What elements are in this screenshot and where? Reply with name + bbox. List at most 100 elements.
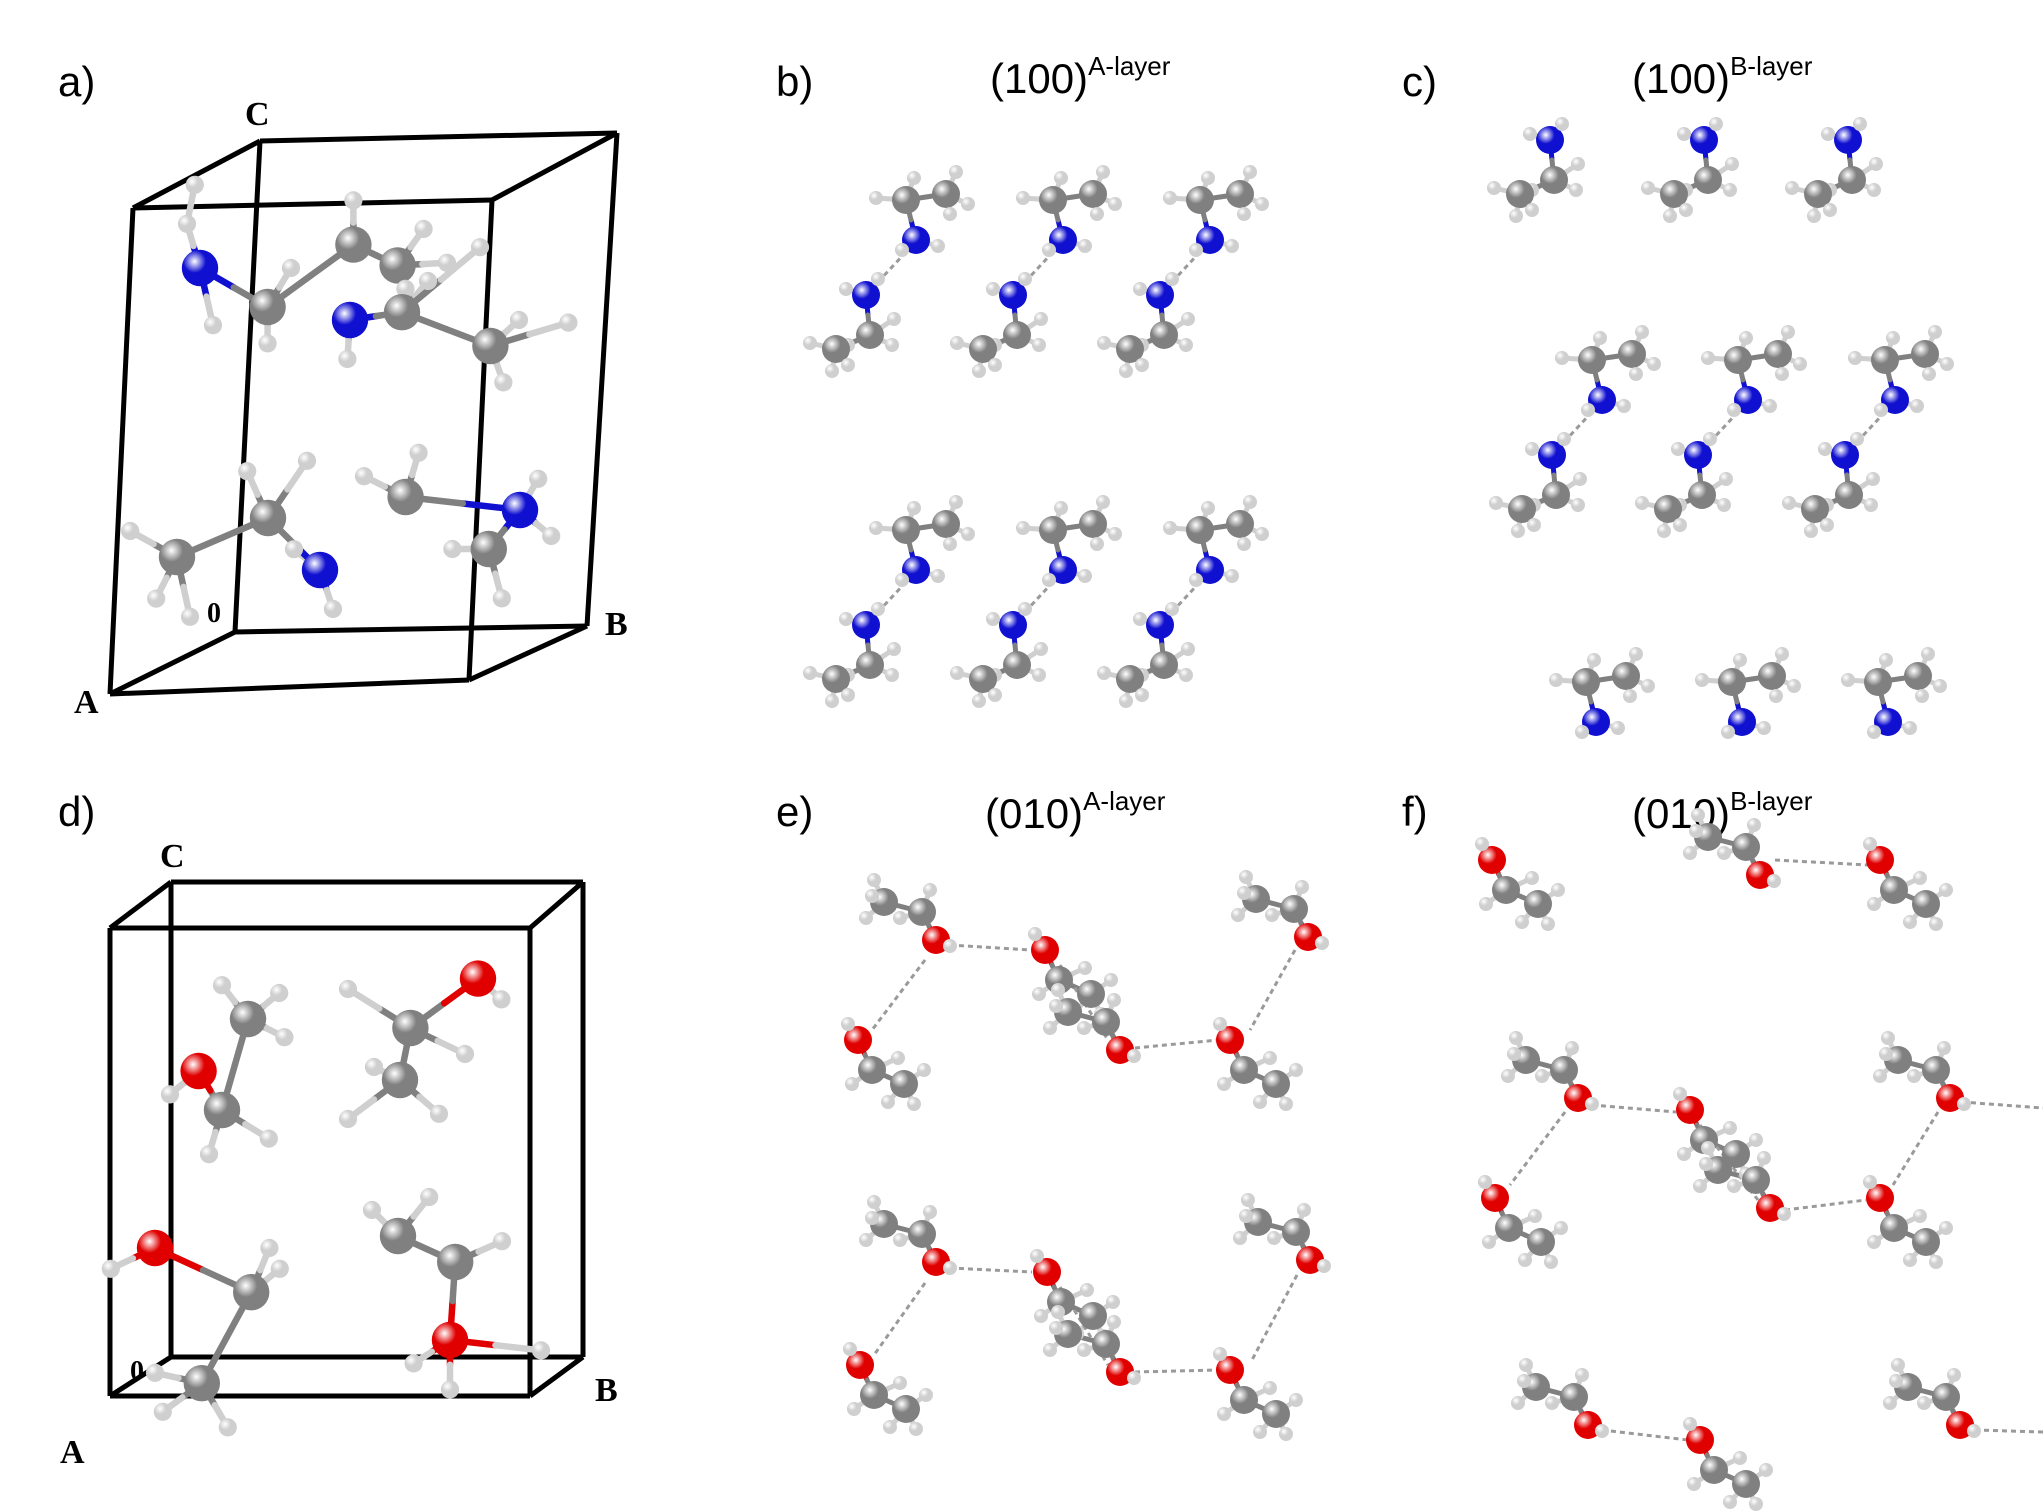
hydrogen-atom bbox=[1018, 272, 1032, 286]
nitrogen-atom bbox=[181, 249, 219, 287]
hydrogen-atom bbox=[865, 889, 879, 903]
hydrogen-atom bbox=[1629, 367, 1643, 381]
oxygen-atom bbox=[1481, 1184, 1509, 1212]
carbon-atom bbox=[860, 1381, 888, 1409]
hydrogen-atom bbox=[1782, 496, 1796, 510]
axis-label-c-a: C bbox=[245, 96, 270, 133]
carbon-atom bbox=[1079, 180, 1107, 208]
nitrogen-atom bbox=[852, 281, 880, 309]
hydrogen-atom bbox=[429, 1104, 449, 1123]
axis-label-a-d: A bbox=[60, 1434, 85, 1471]
hydrogen-atom bbox=[1739, 331, 1753, 345]
hydrogen-atom bbox=[509, 310, 529, 330]
hydrogen-bond bbox=[949, 943, 1031, 952]
oxygen-atom bbox=[1296, 1246, 1324, 1274]
carbon-atom bbox=[932, 510, 960, 538]
hydrogen-atom bbox=[1967, 1424, 1981, 1438]
unit-cell-edge bbox=[490, 130, 619, 203]
hydrogen-atom bbox=[1913, 1209, 1927, 1223]
carbon-atom bbox=[1732, 833, 1760, 861]
hydrogen-atom bbox=[825, 694, 839, 708]
oxygen-atom bbox=[1294, 923, 1322, 951]
hydrogen-atom bbox=[1719, 472, 1733, 486]
hydrogen-atom bbox=[1217, 1407, 1231, 1421]
hydrogen-atom bbox=[1078, 961, 1092, 975]
hydrogen-atom bbox=[871, 272, 885, 286]
hydrogen-bond bbox=[1961, 1100, 2043, 1110]
panel-label-d: d) bbox=[58, 788, 96, 835]
hydrogen-atom bbox=[1663, 209, 1677, 223]
hydrogen-atom bbox=[1501, 1069, 1515, 1083]
carbon-atom bbox=[249, 499, 287, 537]
hydrogen-atom bbox=[1683, 846, 1697, 860]
hydrogen-atom bbox=[1641, 679, 1655, 693]
hydrogen-atom bbox=[1891, 1358, 1905, 1372]
carbon-atom bbox=[892, 516, 920, 544]
nitrogen-atom bbox=[1196, 556, 1224, 584]
carbon-atom bbox=[1572, 668, 1600, 696]
oxygen-atom bbox=[1478, 846, 1506, 874]
hydrogen-atom bbox=[1201, 501, 1215, 515]
hydrogen-atom bbox=[470, 238, 490, 257]
oxygen-atom bbox=[922, 1248, 950, 1276]
oxygen-atom bbox=[1031, 936, 1059, 964]
hydrogen-bond bbox=[1974, 1428, 2043, 1434]
hydrogen-atom bbox=[185, 175, 204, 194]
hydrogen-atom bbox=[1475, 837, 1489, 851]
hydrogen-atom bbox=[885, 338, 899, 352]
carbon-atom bbox=[1700, 1456, 1728, 1484]
nitrogen-atom bbox=[301, 551, 339, 589]
unit-cell-edge bbox=[466, 199, 495, 681]
hydrogen-atom bbox=[529, 469, 548, 488]
hydrogen-atom bbox=[1687, 1477, 1701, 1491]
hydrogen-atom bbox=[1541, 917, 1555, 931]
hydrogen-atom bbox=[492, 990, 511, 1009]
hydrogen-atom bbox=[414, 219, 433, 239]
carbon-atom bbox=[1542, 481, 1570, 509]
hydrogen-atom bbox=[1054, 171, 1068, 185]
hydrogen-atom bbox=[1723, 1495, 1737, 1509]
nitrogen-atom bbox=[1881, 386, 1909, 414]
hydrogen-atom bbox=[869, 191, 883, 205]
hydrogen-atom bbox=[1042, 243, 1056, 257]
hydrogen-atom bbox=[847, 1402, 861, 1416]
hydrogen-atom bbox=[1689, 824, 1703, 838]
hydrogen-atom bbox=[1571, 157, 1585, 171]
hydrogen-atom bbox=[1864, 498, 1878, 512]
hydrogen-atom bbox=[404, 1354, 423, 1373]
hydrogen-atom bbox=[1863, 1175, 1877, 1189]
carbon-atom bbox=[1932, 1383, 1960, 1411]
hydrogen-atom bbox=[1907, 1069, 1921, 1083]
carbon-atom bbox=[1838, 166, 1866, 194]
hydrogen-bond bbox=[1891, 1111, 1940, 1186]
oxygen-atom bbox=[1106, 1358, 1134, 1386]
hydrogen-atom bbox=[1096, 495, 1110, 509]
hydrogen-atom bbox=[1777, 1207, 1791, 1221]
nitrogen-atom bbox=[1049, 226, 1077, 254]
carbon-atom bbox=[1722, 1140, 1750, 1168]
hydrogen-atom bbox=[492, 1232, 512, 1251]
hydrogen-atom bbox=[839, 612, 853, 626]
carbon-atom bbox=[1912, 890, 1940, 918]
carbon-atom bbox=[387, 478, 424, 516]
hydrogen-atom bbox=[986, 282, 1000, 296]
hydrogen-atom bbox=[1915, 689, 1929, 703]
hydrogen-atom bbox=[1225, 569, 1239, 583]
hydrogen-atom bbox=[1957, 1097, 1971, 1111]
hydrogen-atom bbox=[1078, 239, 1092, 253]
hydrogen-atom bbox=[1699, 1157, 1713, 1171]
hydrogen-atom bbox=[1482, 1235, 1496, 1249]
hydrogen-atom bbox=[1673, 518, 1687, 532]
carbon-atom bbox=[1226, 180, 1254, 208]
hydrogen-atom bbox=[1097, 666, 1111, 680]
hydrogen-atom bbox=[1213, 1347, 1227, 1361]
hydrogen-atom bbox=[260, 1238, 279, 1258]
hydrogen-atom bbox=[1573, 472, 1587, 486]
hydrogen-atom bbox=[531, 1341, 551, 1360]
carbon-atom bbox=[1612, 662, 1640, 690]
hydrogen-bond bbox=[1855, 410, 1887, 444]
hydrogen-atom bbox=[887, 642, 901, 656]
carbon-atom bbox=[1524, 890, 1552, 918]
hydrogen-atom bbox=[147, 589, 166, 608]
oxygen-atom bbox=[922, 926, 950, 954]
